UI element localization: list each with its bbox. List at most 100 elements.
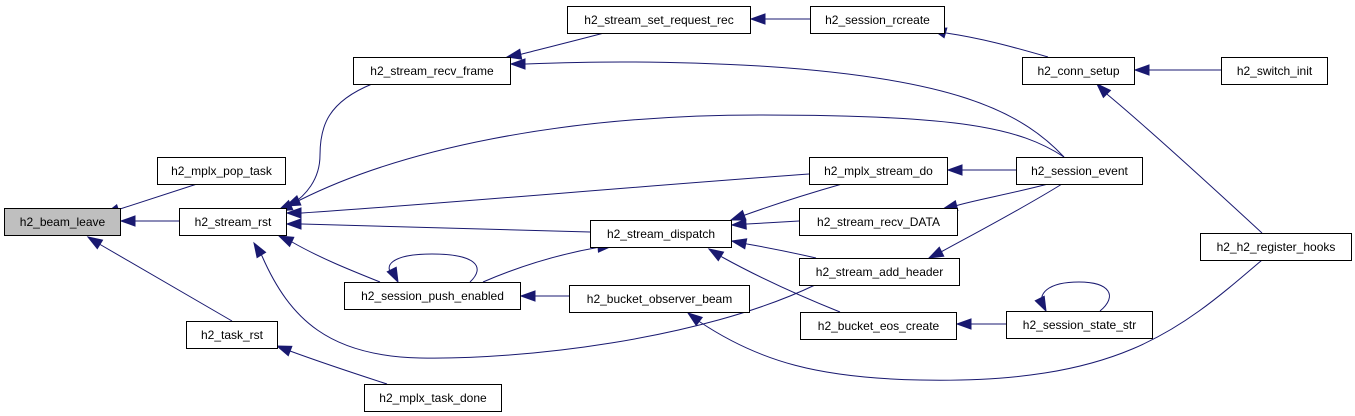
node-h2-task-rst[interactable]: h2_task_rst <box>186 321 278 349</box>
node-label: h2_session_push_enabled <box>361 289 504 303</box>
node-box <box>179 208 287 236</box>
node-h2-switch-init[interactable]: h2_switch_init <box>1221 57 1328 85</box>
edge-arrowhead <box>1034 295 1047 313</box>
node-box <box>1006 311 1153 339</box>
node-label: h2_stream_rst <box>195 215 272 229</box>
node-box <box>799 258 960 286</box>
edge-h2-mplx-stream-do-to-h2-stream-rst <box>285 173 810 219</box>
edge-arrowhead <box>277 235 295 248</box>
node-box <box>800 312 957 340</box>
node-label: h2_mplx_stream_do <box>824 164 933 178</box>
edge-arrowhead <box>1095 82 1112 99</box>
edges-layer <box>86 13 1263 385</box>
edge-arrowhead <box>946 164 963 176</box>
edge-arrowhead <box>707 248 725 262</box>
edge-line <box>948 183 1049 208</box>
edge-line <box>1102 89 1263 234</box>
edge-h2-stream-add-header-to-h2-stream-rst <box>253 241 816 359</box>
node-h2-stream-recv-frame[interactable]: h2_stream_recv_frame <box>353 57 511 85</box>
edge-line <box>284 83 373 209</box>
node-h2-session-push-enabled[interactable]: h2_session_push_enabled <box>344 282 521 310</box>
edge-arrowhead <box>519 290 536 302</box>
edge-h2-mplx-stream-do-to-h2-stream-dispatch <box>729 183 843 221</box>
edge-h2-stream-recv-DATA-to-h2-stream-dispatch <box>730 218 800 230</box>
edge-h2-session-push-enabled-to-h2-stream-dispatch <box>482 241 614 283</box>
edge-line <box>693 259 1263 381</box>
edge-arrowhead <box>253 241 267 259</box>
edge-h2-stream-set-request-rec-to-h2-stream-recv-frame <box>505 32 605 60</box>
node-label: h2_mplx_task_done <box>379 391 487 405</box>
edge-h2-session-event-to-h2-stream-recv-frame <box>509 58 1065 158</box>
edge-line <box>715 252 841 313</box>
edge-line <box>283 348 388 385</box>
edge-arrowhead <box>686 312 704 327</box>
node-h2-stream-rst[interactable]: h2_stream_rst <box>179 208 287 236</box>
edge-h2-switch-init-to-h2-conn-setup <box>1133 64 1221 76</box>
node-label: h2_stream_dispatch <box>607 227 715 241</box>
edge-arrowhead <box>505 48 523 60</box>
edge-line <box>739 242 817 259</box>
edge-h2-session-state-str-to-h2-session-state-str <box>1034 281 1110 313</box>
node-box <box>810 6 945 34</box>
node-label: h2_session_event <box>1031 164 1128 178</box>
edge-arrowhead <box>749 13 766 25</box>
node-h2-session-state-str[interactable]: h2_session_state_str <box>1006 311 1153 339</box>
node-label: h2_mplx_pop_task <box>171 164 273 178</box>
edge-line <box>257 249 816 359</box>
edge-line <box>94 240 233 322</box>
edge-arrowhead <box>119 215 136 227</box>
node-h2-conn-setup[interactable]: h2_conn_setup <box>1022 57 1135 85</box>
node-h2-bucket-observer-beam[interactable]: h2_bucket_observer_beam <box>569 285 750 313</box>
node-h2-beam-leave[interactable]: h2_beam_leave <box>4 208 121 236</box>
edge-h2-session-event-to-h2-stream-rst <box>284 114 1065 207</box>
node-label: h2_bucket_eos_create <box>818 319 940 333</box>
node-h2-mplx-task-done[interactable]: h2_mplx_task_done <box>364 384 502 412</box>
edge-line <box>938 30 1049 58</box>
node-h2-stream-recv-DATA[interactable]: h2_stream_recv_DATA <box>799 208 958 236</box>
node-label: h2_h2_register_hooks <box>1217 240 1336 254</box>
node-label: h2_session_state_str <box>1023 318 1136 332</box>
node-h2-stream-dispatch[interactable]: h2_stream_dispatch <box>590 220 732 248</box>
node-h2-bucket-eos-create[interactable]: h2_bucket_eos_create <box>800 312 957 340</box>
edge-arrowhead <box>729 209 747 221</box>
edge-h2-session-push-enabled-to-h2-stream-rst <box>277 235 381 283</box>
node-label: h2_bucket_observer_beam <box>587 292 732 306</box>
edge-arrowhead <box>86 236 104 250</box>
edge-h2-session-event-to-h2-mplx-stream-do <box>946 164 1016 176</box>
node-label: h2_stream_recv_DATA <box>817 215 940 229</box>
node-h2-mplx-pop-task[interactable]: h2_mplx_pop_task <box>157 157 286 185</box>
node-h2-session-event[interactable]: h2_session_event <box>1016 157 1143 185</box>
node-h2-h2-register-hooks[interactable]: h2_h2_register_hooks <box>1200 233 1352 261</box>
edge-arrowhead <box>285 207 302 219</box>
node-box <box>590 220 732 248</box>
node-h2-session-rcreate[interactable]: h2_session_rcreate <box>810 6 945 34</box>
edge-h2-session-push-enabled-to-h2-session-push-enabled <box>386 253 478 284</box>
edge-h2-session-event-to-h2-stream-recv-DATA <box>941 183 1049 212</box>
edge-h2-stream-rst-to-h2-beam-leave <box>119 215 179 227</box>
node-box <box>186 321 278 349</box>
node-box <box>809 157 948 185</box>
edge-arrowhead <box>509 58 526 70</box>
edge-line <box>482 246 607 283</box>
edge-line <box>518 61 1065 158</box>
node-box <box>1200 233 1352 261</box>
edge-arrowhead <box>1133 64 1150 76</box>
node-box <box>1022 57 1135 85</box>
node-box <box>569 285 750 313</box>
node-box <box>799 208 958 236</box>
nodes-layer: h2_beam_leave h2_mplx_pop_task h2_stream_r… <box>4 6 1352 412</box>
edge-h2-session-event-to-h2-stream-add-header <box>927 183 1063 259</box>
edge-line <box>292 114 1065 204</box>
node-h2-mplx-stream-do[interactable]: h2_mplx_stream_do <box>809 157 948 185</box>
edge-h2-h2-register-hooks-to-h2-conn-setup <box>1095 82 1263 234</box>
node-h2-stream-add-header[interactable]: h2_stream_add_header <box>799 258 960 286</box>
edge-h2-stream-dispatch-to-h2-stream-rst <box>285 218 591 233</box>
node-h2-stream-set-request-rec[interactable]: h2_stream_set_request_rec <box>567 6 751 34</box>
edge-h2-task-rst-to-h2-beam-leave <box>86 236 233 322</box>
node-label: h2_stream_add_header <box>816 265 943 279</box>
edge-h2-stream-add-header-to-h2-stream-dispatch <box>730 238 817 259</box>
edge-arrowhead <box>927 246 945 259</box>
edge-line <box>294 173 810 214</box>
edge-arrowhead <box>285 218 302 230</box>
